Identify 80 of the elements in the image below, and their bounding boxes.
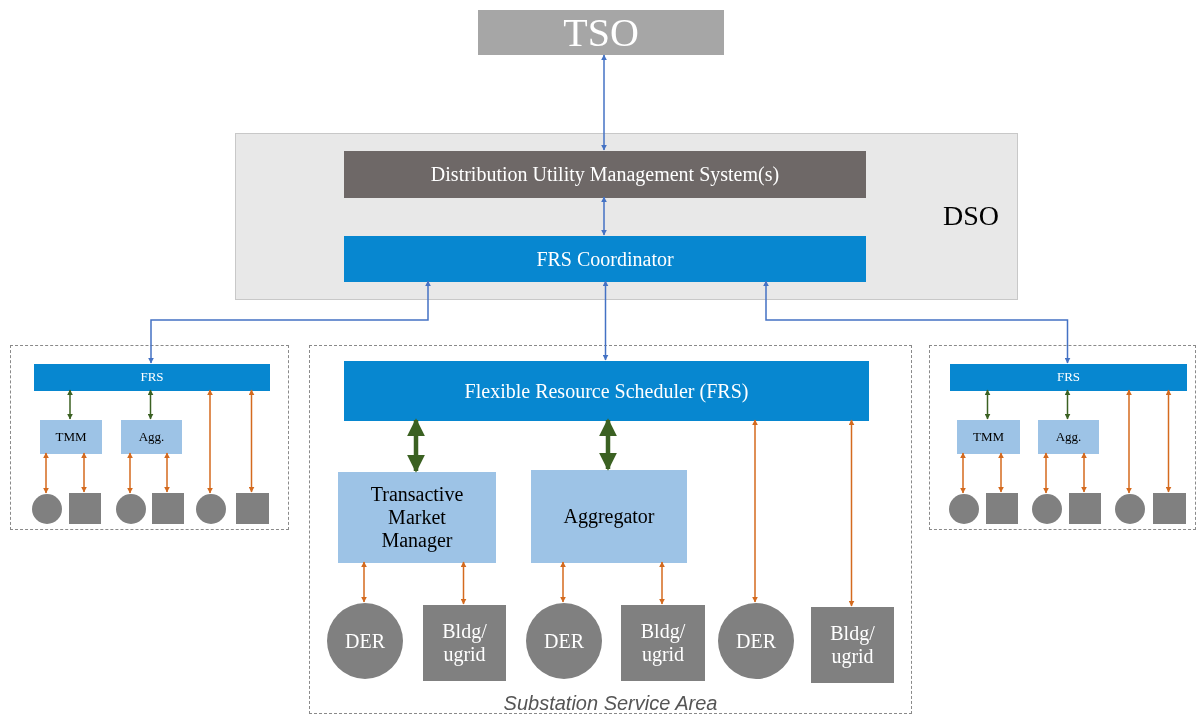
bidirectional-arrow xyxy=(1043,452,1049,494)
node-label: Flexible Resource Scheduler (FRS) xyxy=(464,379,749,403)
building-square xyxy=(621,605,705,681)
node-label: Bldg/ ugrid xyxy=(639,620,687,666)
bidirectional-arrow xyxy=(248,389,255,493)
bidirectional-arrow xyxy=(602,280,609,361)
node-label: TSO xyxy=(563,9,639,56)
bidirectional-arrow xyxy=(1064,389,1071,420)
service-area-border xyxy=(929,345,1196,530)
aggregator-box xyxy=(531,470,687,563)
aggregator-box xyxy=(121,420,182,454)
node-label: FRS xyxy=(1056,370,1081,385)
resource-circle xyxy=(196,494,226,524)
building-square xyxy=(69,493,101,524)
tso-box xyxy=(478,10,724,55)
node-label: DER xyxy=(345,629,385,653)
manager-box xyxy=(338,472,496,563)
bidirectional-arrow xyxy=(601,196,607,236)
bidirectional-arrow xyxy=(361,561,367,603)
dso-region xyxy=(235,133,1018,300)
building-square xyxy=(236,493,269,524)
service-area-border xyxy=(10,345,289,530)
building-square xyxy=(1153,493,1186,524)
bidirectional-arrow xyxy=(67,389,73,420)
resource-circle xyxy=(32,494,62,524)
node-label: Distribution Utility Management System(s) xyxy=(430,163,780,186)
bidirectional-arrow xyxy=(960,452,966,494)
bidirectional-arrow xyxy=(407,418,425,473)
bidirectional-arrow xyxy=(752,419,758,603)
bidirectional-arrow xyxy=(1126,389,1132,494)
bidirectional-arrow xyxy=(599,418,617,471)
node-label: FRS Coordinator xyxy=(536,247,674,271)
building-square xyxy=(152,493,184,524)
bidirectional-arrow xyxy=(164,452,170,493)
node-label: Transactive Market Manager xyxy=(369,483,465,552)
bidirectional-arrow xyxy=(1081,452,1087,493)
bidirectional-arrow xyxy=(560,561,566,603)
node-label: Bldg/ ugrid xyxy=(441,620,488,666)
bidirectional-arrow xyxy=(659,561,665,605)
bidirectional-arrow xyxy=(147,389,154,420)
system-box xyxy=(344,151,866,198)
bidirectional-arrow xyxy=(81,452,87,493)
resource-circle xyxy=(1032,494,1062,524)
bidirectional-arrow xyxy=(148,280,431,364)
scheduler-box xyxy=(344,361,869,421)
scheduler-box xyxy=(950,364,1187,391)
bidirectional-arrow xyxy=(207,389,213,494)
node-label: Agg. xyxy=(1055,429,1082,445)
building-square xyxy=(423,605,506,681)
bidirectional-arrow xyxy=(998,452,1004,493)
node-label: FRS xyxy=(140,370,164,385)
service-area-border xyxy=(309,345,912,714)
aggregator-box xyxy=(1038,420,1099,454)
node-label: Agg. xyxy=(138,429,165,445)
node-label: DER xyxy=(736,629,776,653)
node-label: DER xyxy=(544,629,584,653)
manager-box xyxy=(957,420,1020,454)
bidirectional-arrow xyxy=(763,280,1071,364)
scheduler-box xyxy=(34,364,270,391)
node-label: DSO xyxy=(943,200,999,233)
bidirectional-arrow xyxy=(984,389,991,420)
node-label: TMM xyxy=(972,429,1005,445)
manager-box xyxy=(40,420,102,454)
node-label: TMM xyxy=(55,429,87,445)
bidirectional-arrow xyxy=(1165,389,1172,493)
node-label: Substation Service Area xyxy=(502,692,719,715)
bidirectional-arrow xyxy=(127,452,133,494)
node-label: Bldg/ ugrid xyxy=(829,622,876,668)
bidirectional-arrow xyxy=(848,419,855,607)
resource-circle xyxy=(1115,494,1145,524)
building-square xyxy=(986,493,1018,524)
bidirectional-arrow xyxy=(43,452,49,494)
building-square xyxy=(1069,493,1101,524)
building-square xyxy=(811,607,894,683)
bidirectional-arrow xyxy=(601,54,607,151)
resource-circle xyxy=(116,494,146,524)
resource-circle xyxy=(949,494,979,524)
bidirectional-arrow xyxy=(460,561,467,605)
coordinator-box xyxy=(344,236,866,282)
node-label: Aggregator xyxy=(562,505,656,528)
